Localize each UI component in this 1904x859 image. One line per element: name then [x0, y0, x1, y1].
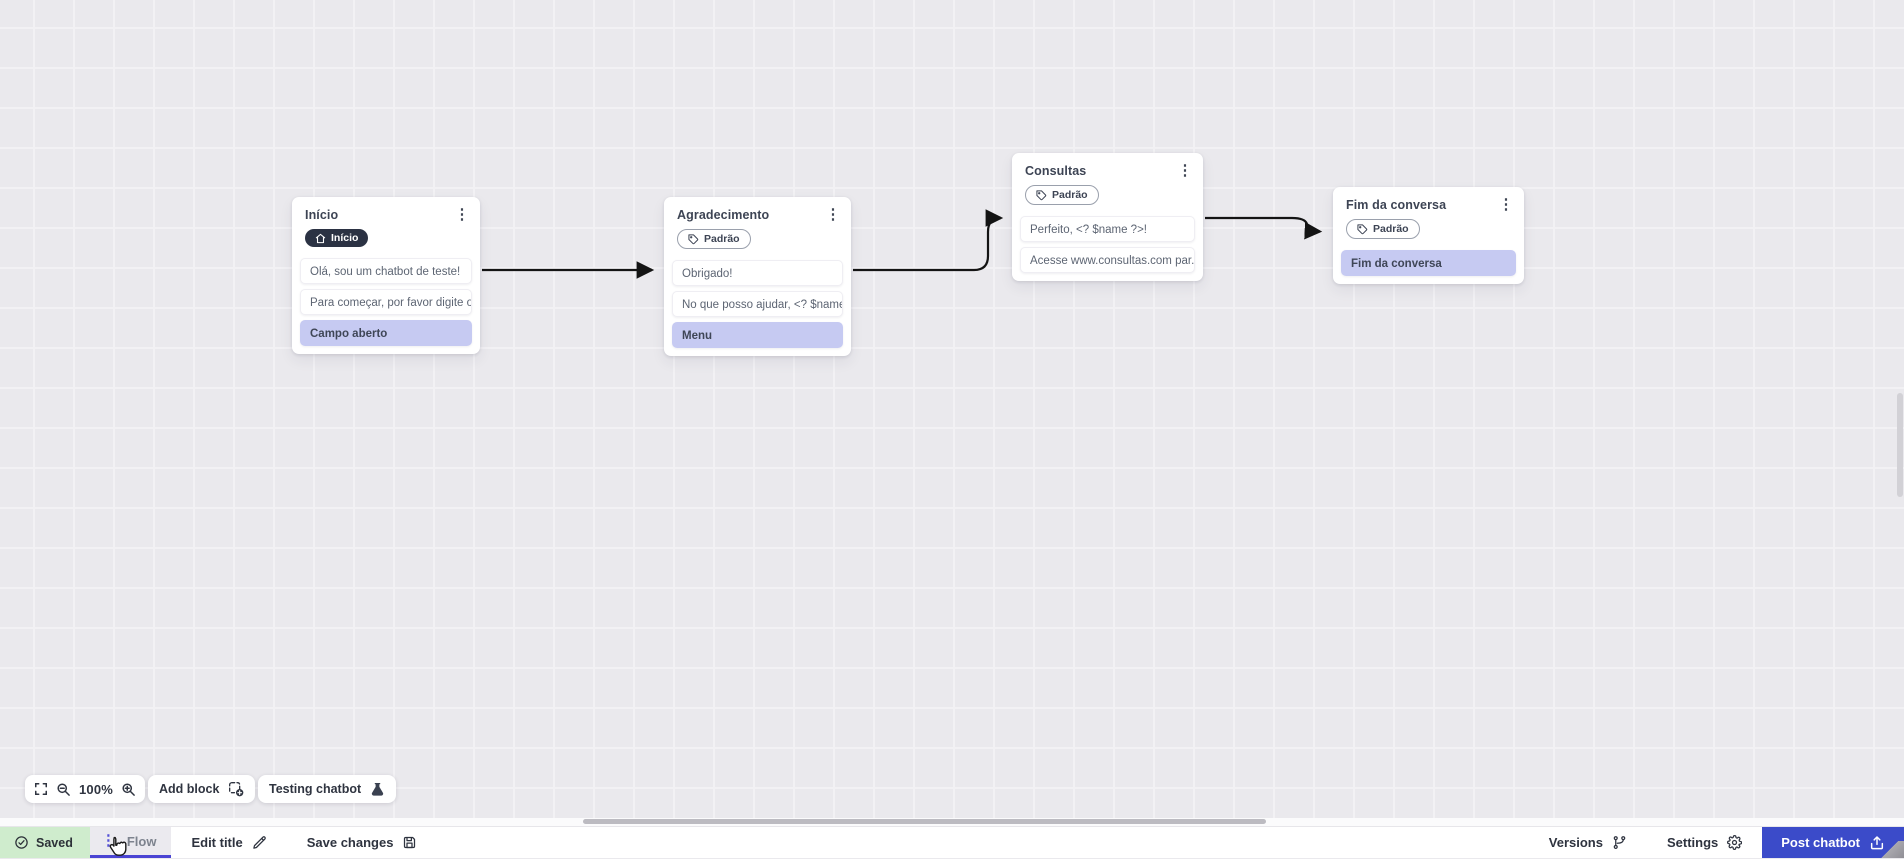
kebab-menu-icon[interactable]: ⋮ — [1177, 164, 1193, 177]
tag-icon — [1036, 190, 1047, 201]
saved-status-badge: Saved — [0, 827, 90, 858]
node-type-badge: Início — [305, 229, 368, 247]
add-block-label: Add block — [159, 782, 219, 796]
wire-consultas-fim — [1205, 218, 1320, 232]
flow-node-inicio[interactable]: Início ⋮ Início Olá, sou um chatbot de t… — [292, 197, 480, 354]
flow-node-agradecimento[interactable]: Agradecimento ⋮ Padrão Obrigado! No que … — [664, 197, 851, 356]
flow-tab-label: Flow — [127, 834, 157, 849]
add-block-button[interactable]: Add block — [148, 775, 255, 803]
connection-wires — [0, 0, 1904, 826]
flow-node-fim-da-conversa[interactable]: Fim da conversa ⋮ Padrão Fim da conversa — [1333, 187, 1524, 284]
tag-icon — [688, 234, 699, 245]
message-card[interactable]: Olá, sou um chatbot de teste! — [300, 258, 472, 284]
end-card[interactable]: Fim da conversa — [1341, 250, 1516, 276]
git-branch-icon — [1612, 835, 1627, 850]
post-chatbot-button[interactable]: Post chatbot — [1762, 827, 1904, 858]
vertical-scrollbar[interactable] — [1897, 393, 1903, 497]
message-card[interactable]: Perfeito, <? $name ?>! — [1020, 216, 1195, 242]
node-title: Agradecimento — [677, 208, 769, 222]
testing-chatbot-button[interactable]: Testing chatbot — [258, 775, 396, 803]
input-card[interactable]: Campo aberto — [300, 320, 472, 346]
kebab-menu-icon[interactable]: ⋮ — [454, 208, 470, 221]
menu-card[interactable]: Menu — [672, 322, 843, 348]
versions-button[interactable]: Versions — [1529, 827, 1647, 858]
testing-chatbot-label: Testing chatbot — [269, 782, 361, 796]
wire-agradecimento-consultas — [853, 218, 1001, 270]
zoom-level: 100% — [79, 782, 113, 797]
flow-node-consultas[interactable]: Consultas ⋮ Padrão Perfeito, <? $name ?>… — [1012, 153, 1203, 281]
node-type-badge: Padrão — [1025, 185, 1099, 205]
flask-icon — [370, 782, 385, 797]
add-block-icon — [228, 781, 244, 797]
home-icon — [315, 233, 326, 244]
kebab-menu-icon[interactable]: ⋮ — [101, 834, 116, 848]
pencil-icon — [252, 835, 267, 850]
node-title: Início — [305, 208, 338, 222]
node-type-badge: Padrão — [1346, 219, 1420, 239]
message-card[interactable]: Obrigado! — [672, 260, 843, 286]
message-card[interactable]: Acesse www.consultas.com par... — [1020, 247, 1195, 273]
zoom-in-icon[interactable] — [121, 782, 136, 797]
zoom-out-icon[interactable] — [56, 782, 71, 797]
flow-canvas[interactable]: Início ⋮ Início Olá, sou um chatbot de t… — [0, 0, 1904, 826]
kebab-menu-icon[interactable]: ⋮ — [825, 208, 841, 221]
settings-button[interactable]: Settings — [1647, 827, 1762, 858]
tab-flow[interactable]: ⋮ Flow — [90, 827, 172, 858]
gear-icon — [1727, 835, 1742, 850]
statusbar-spacer — [437, 827, 1528, 858]
node-title: Fim da conversa — [1346, 198, 1446, 212]
save-icon — [402, 835, 417, 850]
node-type-badge: Padrão — [677, 229, 751, 249]
upload-icon — [1869, 835, 1885, 851]
message-card[interactable]: No que posso ajudar, <? $name ... — [672, 291, 843, 317]
bottom-status-bar: Saved ⋮ Flow Edit title Save changes Ver… — [0, 826, 1904, 858]
check-circle-icon — [14, 835, 29, 850]
saved-label: Saved — [36, 836, 73, 850]
edit-title-button[interactable]: Edit title — [171, 827, 286, 858]
tag-icon — [1357, 224, 1368, 235]
fullscreen-icon[interactable] — [34, 782, 48, 796]
horizontal-scrollbar[interactable] — [583, 819, 1266, 824]
save-changes-button[interactable]: Save changes — [287, 827, 438, 858]
horizontal-scrollbar-track — [0, 818, 1904, 826]
node-title: Consultas — [1025, 164, 1086, 178]
kebab-menu-icon[interactable]: ⋮ — [1498, 198, 1514, 211]
zoom-toolbar: 100% — [25, 775, 145, 803]
message-card[interactable]: Para começar, por favor digite o ... — [300, 289, 472, 315]
